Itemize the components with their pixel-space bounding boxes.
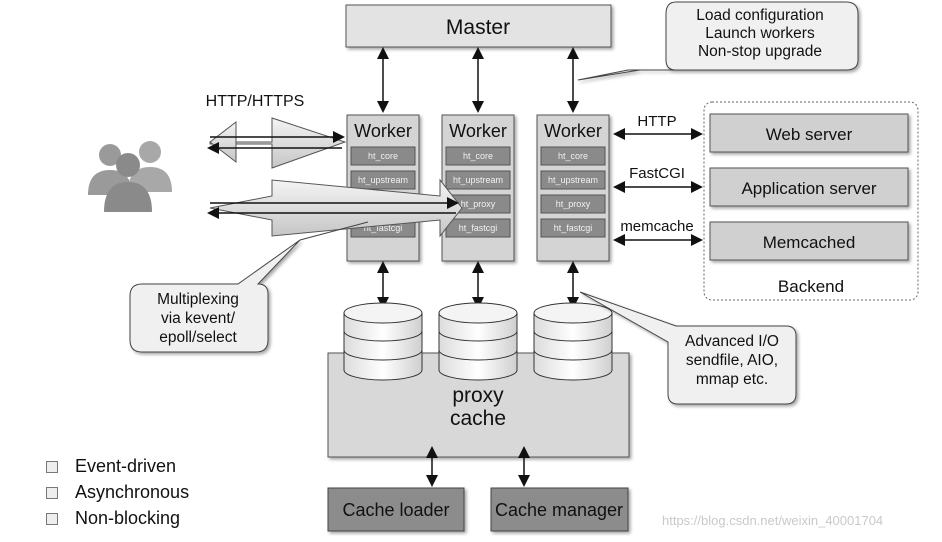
worker-3-module-core: ht_core bbox=[558, 151, 588, 161]
fat-arrow-upper-tail bbox=[209, 120, 237, 164]
web-server-label: Web server bbox=[766, 125, 853, 144]
feature-item-asynchronous: Asynchronous bbox=[46, 482, 189, 503]
disk-icon-3 bbox=[533, 302, 613, 381]
io-note-bubble bbox=[579, 291, 797, 405]
worker-2-title: Worker bbox=[449, 121, 507, 141]
proxy-cache-line-1: proxy bbox=[452, 384, 504, 407]
master-note-line-2: Launch workers bbox=[705, 25, 815, 42]
cache-manager-box bbox=[490, 487, 629, 532]
master-note-line-1: Load configuration bbox=[696, 7, 824, 24]
master-label: Master bbox=[446, 16, 510, 39]
io-note-line-3: mmap etc. bbox=[696, 371, 768, 388]
master-note-line-3: Non-stop upgrade bbox=[698, 43, 822, 60]
cache-loader-label: Cache loader bbox=[342, 500, 449, 520]
worker-3-module-fastcgi: ht_fastcgi bbox=[554, 223, 593, 233]
backend-link-fastcgi: FastCGI bbox=[629, 165, 685, 182]
worker-3: Worker ht_core ht_upstream ht_proxy ht_f… bbox=[536, 114, 610, 262]
feature-label: Non-blocking bbox=[75, 508, 181, 528]
master-note-bubble bbox=[577, 1, 859, 81]
worker-2-module-proxy: ht_proxy bbox=[461, 199, 496, 209]
backend-link-http: HTTP bbox=[637, 113, 676, 130]
worker-1-module-upstream: ht_upstream bbox=[358, 175, 408, 185]
web-server-box bbox=[709, 113, 909, 153]
app-server-label: Application server bbox=[741, 179, 876, 198]
worker-3-module-upstream: ht_upstream bbox=[548, 175, 598, 185]
worker-1-title: Worker bbox=[354, 121, 412, 141]
backend-link-memcache: memcache bbox=[620, 218, 693, 235]
feature-item-non-blocking: Non-blocking bbox=[46, 508, 180, 529]
cache-loader-box bbox=[327, 487, 465, 532]
multiplex-note-line-2: via kevent/ bbox=[161, 310, 236, 327]
bullet-square-icon bbox=[46, 486, 58, 499]
io-note-line-2: sendfile, AIO, bbox=[686, 352, 778, 369]
multiplex-pointer bbox=[299, 221, 369, 241]
worker-2-module-core: ht_core bbox=[463, 151, 493, 161]
feature-label: Asynchronous bbox=[75, 482, 190, 502]
bullet-square-icon bbox=[46, 460, 58, 473]
worker-3-module-proxy: ht_proxy bbox=[556, 199, 591, 209]
proxy-cache-line-2: cache bbox=[450, 407, 506, 430]
backend-label: Backend bbox=[778, 277, 844, 296]
feature-label: Event-driven bbox=[75, 456, 177, 476]
worker-2: Worker ht_core ht_upstream ht_proxy ht_f… bbox=[441, 114, 515, 262]
backend-group bbox=[703, 101, 919, 301]
worker-1-module-fastcgi: ht_fastcgi bbox=[364, 223, 403, 233]
bullet-square-icon bbox=[46, 512, 58, 525]
worker-3-title: Worker bbox=[544, 121, 602, 141]
memcached-box bbox=[709, 221, 909, 261]
memcached-label: Memcached bbox=[763, 233, 856, 252]
app-server-box bbox=[709, 167, 909, 207]
worker-2-module-upstream: ht_upstream bbox=[453, 175, 503, 185]
master-box bbox=[345, 4, 612, 48]
disk-icon-1 bbox=[343, 302, 423, 381]
protocol-label: HTTP/HTTPS bbox=[206, 93, 305, 110]
disk-icon-2 bbox=[438, 302, 518, 381]
feature-item-event-driven: Event-driven bbox=[46, 456, 176, 477]
multiplex-note-line-1: Multiplexing bbox=[157, 291, 239, 308]
worker-1-module-core: ht_core bbox=[368, 151, 398, 161]
worker-2-module-fastcgi: ht_fastcgi bbox=[459, 223, 498, 233]
users-icon bbox=[88, 141, 172, 212]
cache-manager-label: Cache manager bbox=[495, 500, 623, 520]
multiplex-note-line-3: epoll/select bbox=[159, 329, 237, 346]
watermark: https://blog.csdn.net/weixin_40001704 bbox=[662, 513, 884, 528]
io-note-line-1: Advanced I/O bbox=[685, 333, 779, 350]
multiplex-note-bubble bbox=[129, 239, 301, 353]
fat-arrow-lower bbox=[209, 178, 463, 238]
